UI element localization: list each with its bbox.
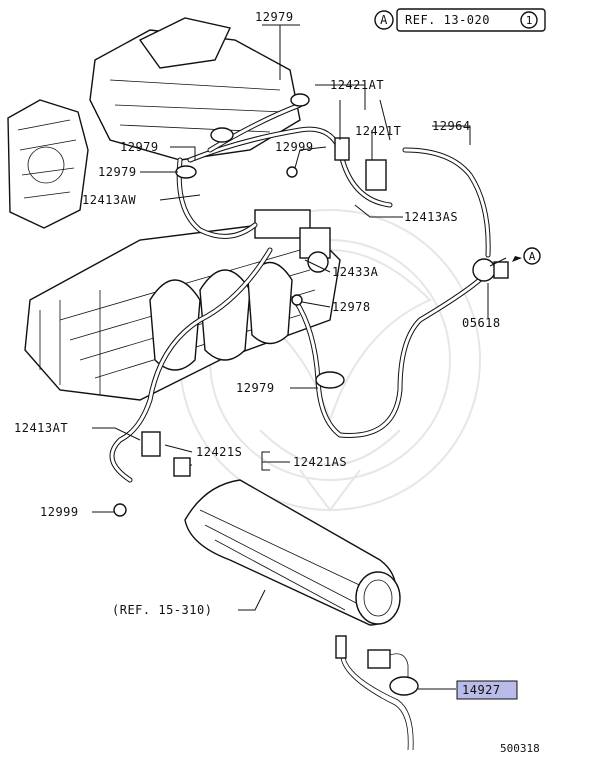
label-12999-upper: 12999 xyxy=(275,140,314,154)
vacuum-fittings xyxy=(141,137,509,477)
label-12979-left: 12979 xyxy=(98,165,137,179)
figure-code: 500318 xyxy=(500,742,540,755)
hose-clamps xyxy=(175,93,345,389)
label-12421T: 12421T xyxy=(355,124,401,138)
highlight-14927 xyxy=(456,680,518,700)
catalytic-converter xyxy=(184,479,401,626)
leader-lines xyxy=(92,24,507,690)
marker-a-right: A xyxy=(529,250,536,263)
label-12421AT: 12421AT xyxy=(330,78,384,92)
label-12421AS: 12421AS xyxy=(293,455,347,469)
label-12999-lower: 12999 xyxy=(40,505,79,519)
ref-top-text: REF. 13-020 xyxy=(405,13,490,27)
ref-top-letter: A xyxy=(380,13,388,27)
label-12979-lower: 12979 xyxy=(236,381,275,395)
marker-a-arrow-icon xyxy=(512,256,522,262)
label-12964: 12964 xyxy=(432,119,471,133)
oxygen-sensor xyxy=(335,635,419,751)
part-labels: 12979 12421AT 12421T 12964 12999 12979 1… xyxy=(14,10,541,755)
label-12413AT: 12413AT xyxy=(14,421,68,435)
bolts xyxy=(113,166,303,517)
marker-a-circle xyxy=(523,247,541,265)
label-ref-15-310: (REF. 15-310) xyxy=(112,603,212,617)
reference-13-020: A REF. 13-020 1 xyxy=(374,8,546,32)
label-12413AS: 12413AS xyxy=(404,210,458,224)
vacuum-hoses xyxy=(109,102,491,483)
label-12978: 12978 xyxy=(332,300,371,314)
label-12421S: 12421S xyxy=(196,445,242,459)
label-12413AW: 12413AW xyxy=(82,193,136,207)
label-05618: 05618 xyxy=(462,316,501,330)
label-12979-mid: 12979 xyxy=(120,140,159,154)
label-12433A: 12433A xyxy=(332,265,379,279)
ref-top-number: 1 xyxy=(526,14,533,27)
label-14927: 14927 xyxy=(462,683,501,697)
label-12979-top: 12979 xyxy=(255,10,294,24)
